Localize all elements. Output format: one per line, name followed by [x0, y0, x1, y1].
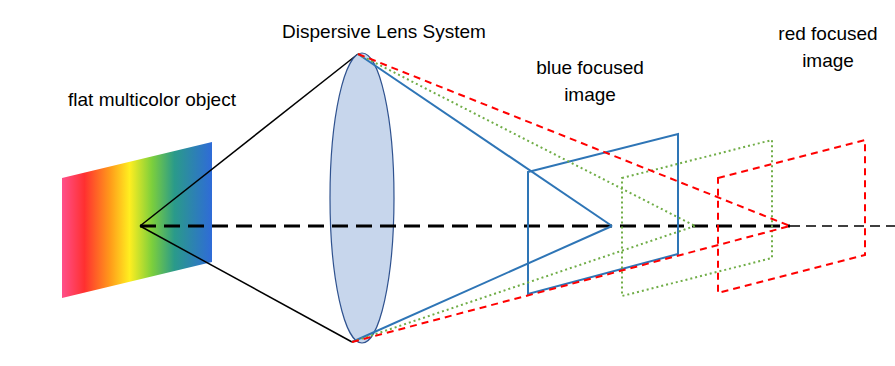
green-ray: [358, 54, 695, 226]
object-label: flat multicolor object: [22, 86, 282, 113]
green-ray: [352, 226, 695, 342]
blue-image-label: blue focused image: [525, 54, 655, 108]
red-image-label: red focused image: [773, 20, 883, 74]
green-image-plane: [622, 140, 772, 296]
object-ray: [140, 226, 352, 342]
multicolor-object: [62, 142, 212, 298]
red-image-plane: [718, 140, 865, 293]
lens-title: Dispersive Lens System: [234, 18, 534, 45]
red-ray: [352, 226, 790, 342]
optical-axis: [790, 225, 895, 227]
red-ray: [358, 54, 790, 226]
blue-image-plane: [528, 134, 678, 294]
lens: [330, 53, 394, 343]
object-ray: [140, 54, 358, 226]
